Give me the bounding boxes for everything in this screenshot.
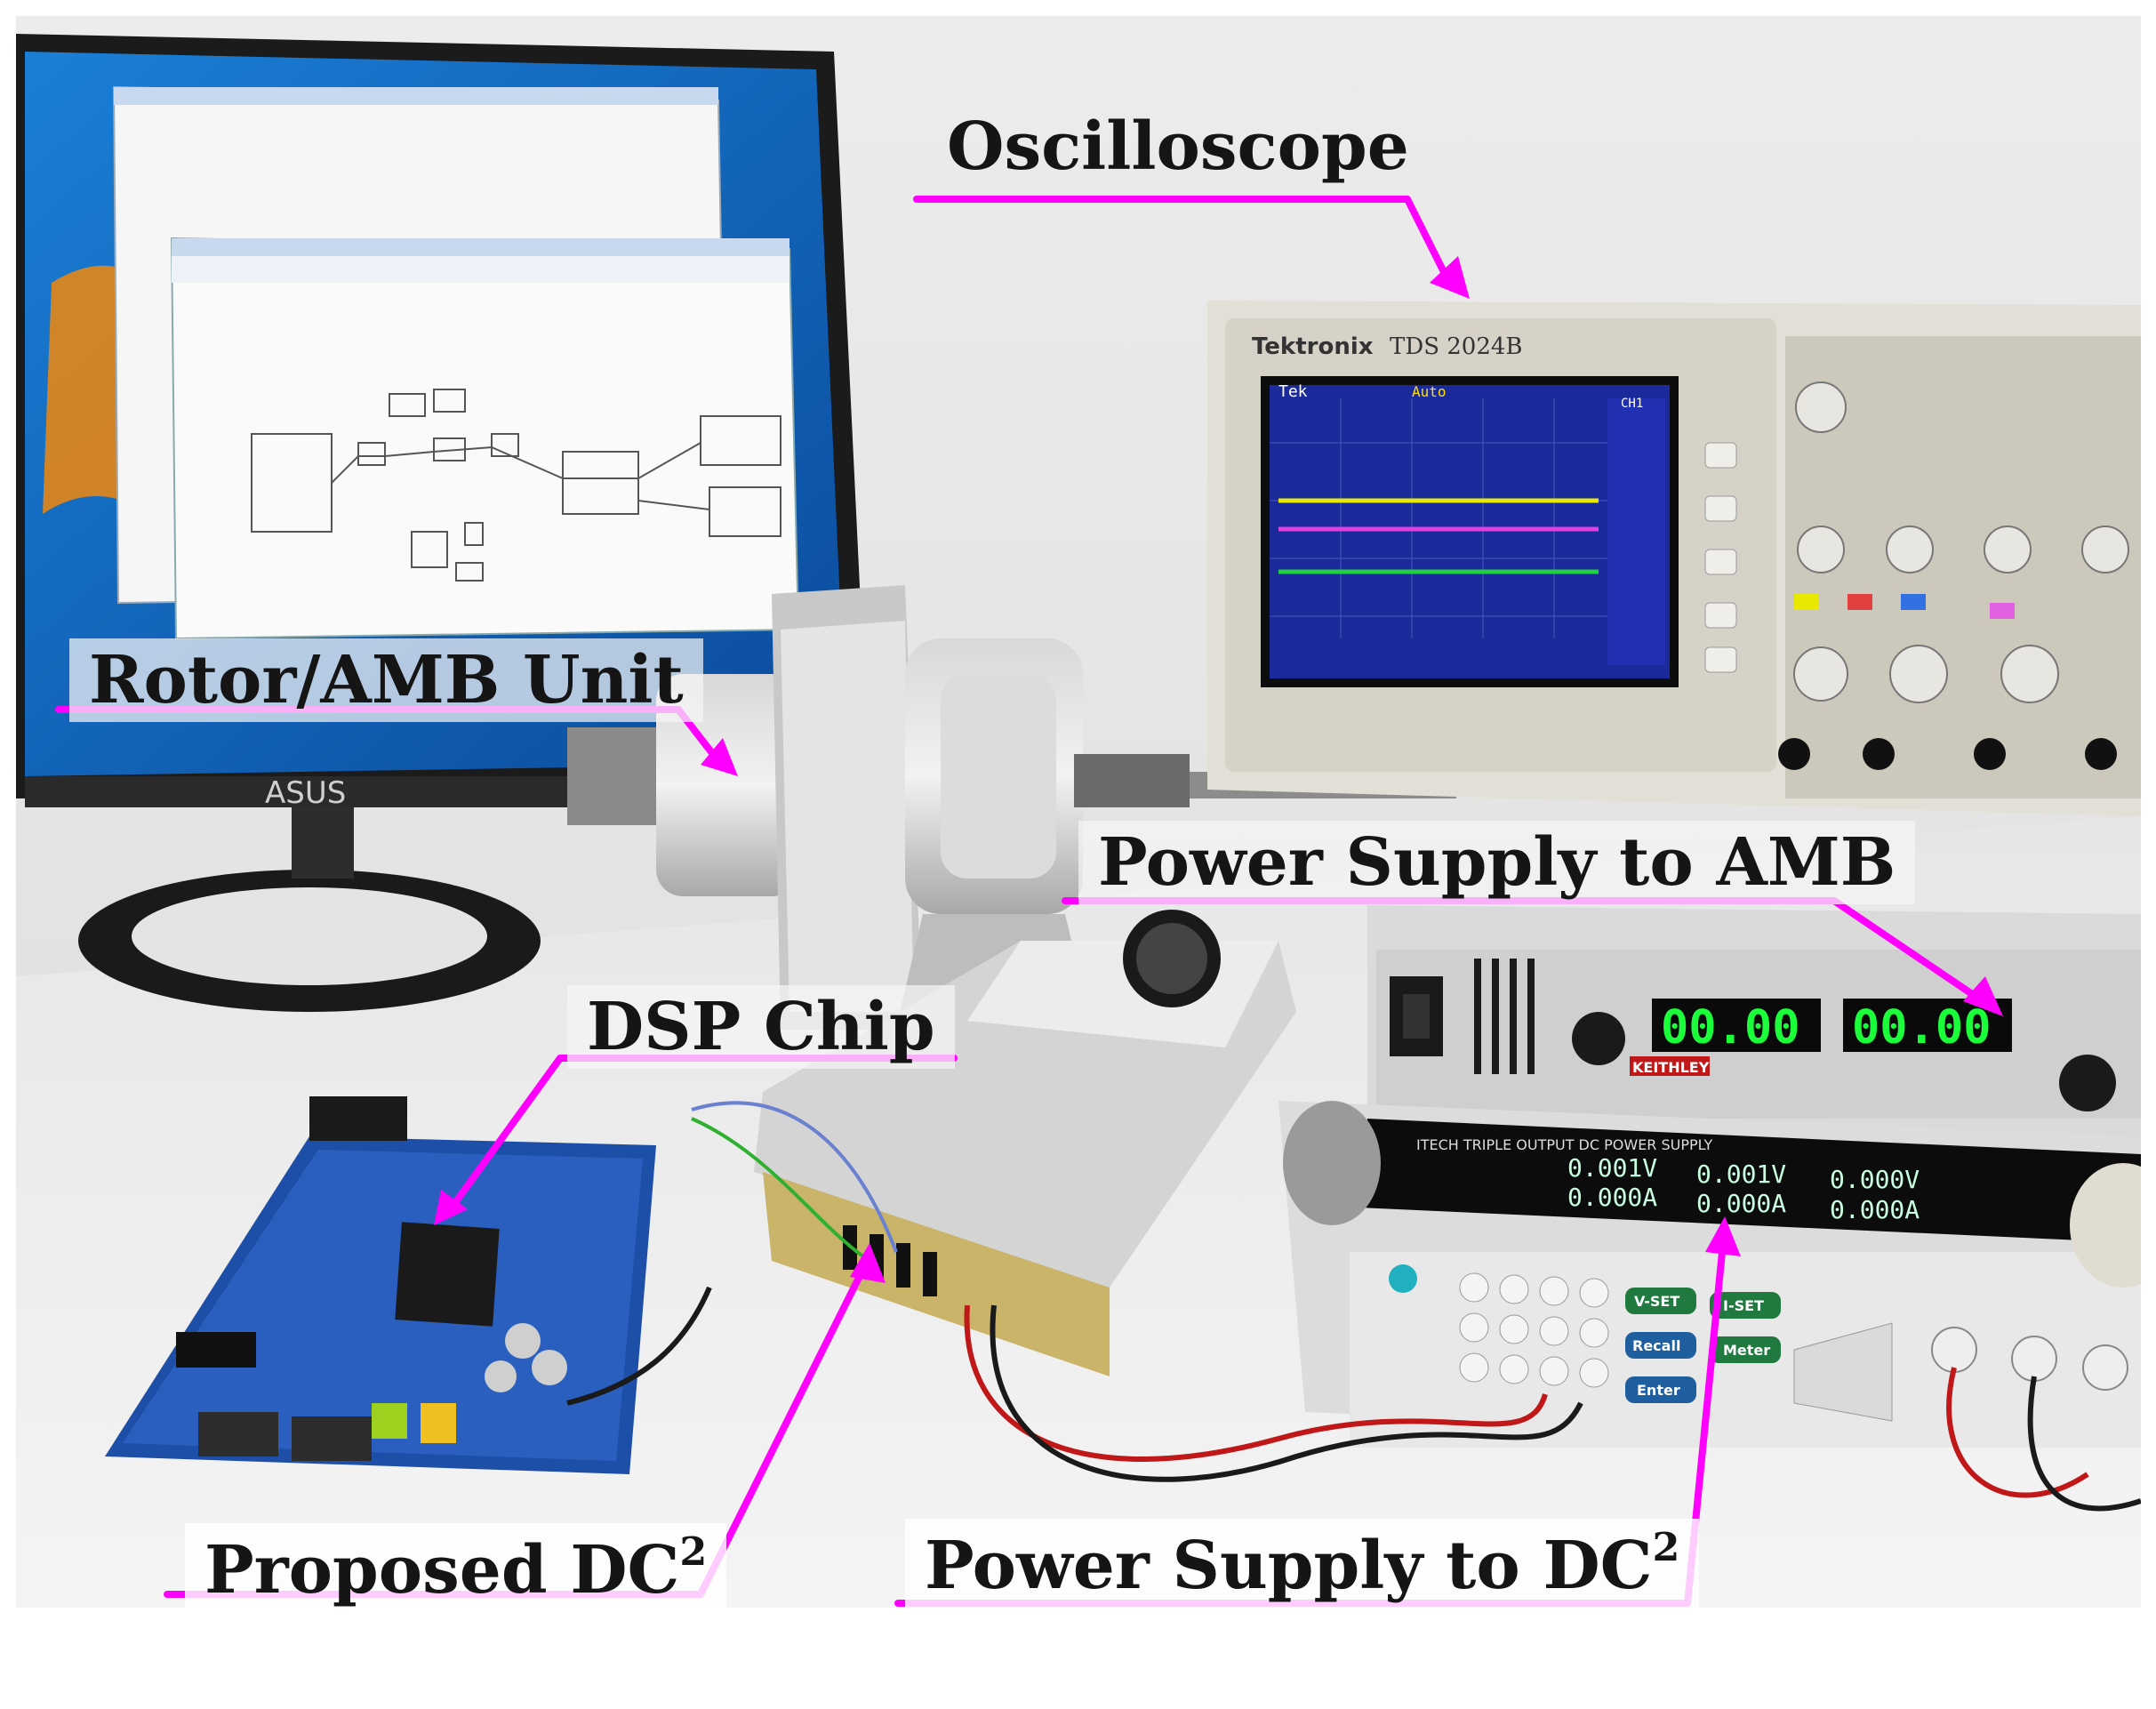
dc2-v1: 0.001V	[1567, 1153, 1657, 1183]
monitor: ASUS	[16, 34, 870, 1012]
scope-brand: Tektronix	[1252, 333, 1374, 360]
amb-display-2: 00.00	[1852, 1001, 1992, 1055]
arrow-oscilloscope	[913, 196, 1453, 286]
btn-enter: Enter	[1637, 1382, 1680, 1399]
dc2-a1: 0.000A	[1567, 1183, 1657, 1212]
btn-iset: I-SET	[1723, 1297, 1764, 1314]
btn-meter: Meter	[1723, 1342, 1770, 1359]
power-supply-dc2-text: Power Supply to DC	[925, 1528, 1653, 1605]
proposed-dc2-text: Proposed DC	[204, 1532, 680, 1608]
dc2-v3: 0.000V	[1830, 1165, 1920, 1194]
rotor-amb-unit	[567, 585, 1456, 1065]
oscilloscope-device: Tektronix TDS 2024B Tek Auto CH1	[1207, 301, 2141, 816]
arrow-heads	[434, 256, 2003, 1283]
lab-setup-photo: ASUS Tektronix TDS 2024B	[16, 16, 2141, 1608]
dc2-a2: 0.000A	[1696, 1189, 1786, 1218]
dc2-a3: 0.000A	[1830, 1195, 1920, 1224]
dsp-board	[105, 1096, 656, 1474]
monitor-brand: ASUS	[265, 775, 346, 811]
amb-display-1: 00.00	[1661, 1001, 1800, 1055]
label-proposed-dc2: Proposed DC2	[185, 1523, 727, 1608]
photo-scene: ASUS Tektronix TDS 2024B	[16, 16, 2141, 1608]
scope-model: TDS 2024B	[1390, 333, 1523, 360]
amb-power-supply: 00.00 00.00 KEITHLEY	[1367, 905, 2141, 1154]
itech-brand: ITECH TRIPLE OUTPUT DC POWER SUPPLY	[1416, 1136, 1712, 1153]
power-supply-dc2-sup: 2	[1652, 1524, 1680, 1570]
label-oscilloscope: Oscilloscope	[947, 108, 1409, 185]
btn-recall: Recall	[1632, 1337, 1680, 1354]
scope-ch: CH1	[1621, 397, 1643, 411]
cables	[566, 1101, 2141, 1512]
dc2-v2: 0.001V	[1696, 1159, 1786, 1189]
dc2-power-supply: ITECH TRIPLE OUTPUT DC POWER SUPPLY 0.00…	[1278, 1101, 2141, 1448]
keithley-brand: KEITHLEY	[1632, 1059, 1710, 1076]
label-power-supply-dc2: Power Supply to DC2	[905, 1519, 1700, 1608]
label-power-supply-amb: Power Supply to AMB	[1078, 821, 1916, 904]
scope-trigger: Auto	[1412, 383, 1447, 400]
proposed-dc2-sup: 2	[679, 1528, 708, 1575]
label-rotor-amb-unit: Rotor/AMB Unit	[69, 638, 703, 722]
label-dsp-chip: DSP Chip	[567, 985, 955, 1069]
btn-vset: V-SET	[1634, 1293, 1679, 1310]
scope-tek: Tek	[1278, 382, 1308, 401]
